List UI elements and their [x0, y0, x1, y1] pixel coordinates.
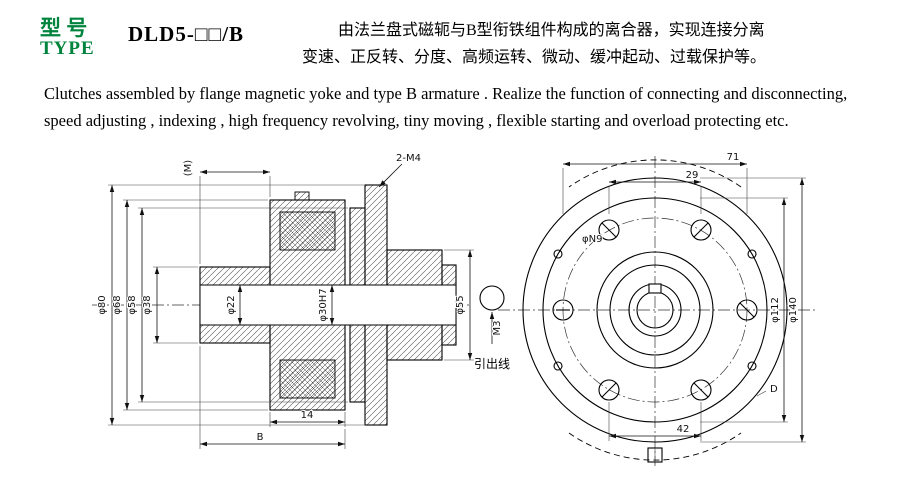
yoke-section: [269, 191, 346, 411]
type-label-en: TYPE: [40, 38, 95, 59]
dim-label: φ22: [226, 295, 237, 314]
lead-wire-label: 引出线: [474, 357, 510, 371]
flange-section: [364, 184, 388, 426]
dim-label: φ68: [112, 295, 123, 314]
description-en-line1: Clutches assembled by flange magnetic yo…: [44, 84, 848, 103]
center-lines: [498, 156, 818, 466]
terminal-block: [647, 447, 663, 464]
screw-head: [598, 219, 620, 241]
dim-label: φ58: [127, 295, 138, 314]
description-cn-line2: 变速、正反转、分度、高频运转、微动、缓冲起动、过载保护等。: [302, 49, 767, 66]
dim-label: φ112: [770, 297, 781, 323]
hole-callout-label: φN9: [582, 234, 602, 245]
dim-label: 14: [301, 410, 314, 421]
front-dimensions: 71 29 φ112 φ140 42: [562, 151, 806, 443]
description-en-line2: speed adjusting , indexing , high freque…: [44, 111, 789, 130]
screw-head: [690, 219, 712, 241]
dim-label: 71: [727, 152, 740, 163]
screw-head: [690, 379, 712, 401]
screw-heads: [552, 219, 758, 401]
boss-circle: [609, 264, 701, 356]
dim-label: (M): [183, 160, 194, 177]
description-en: Clutches assembled by flange magnetic yo…: [44, 80, 889, 134]
dim-label: M3: [492, 321, 503, 336]
outer-dashed-arc-top: [568, 159, 742, 188]
bore: [199, 284, 457, 326]
screw-head: [552, 299, 574, 321]
dim-label: 29: [686, 170, 699, 181]
keyway: [648, 283, 662, 294]
dim-label: B: [257, 432, 264, 443]
lead-wire-detail: M3 引出线: [473, 285, 511, 372]
dim-label: φ55: [455, 295, 466, 314]
dim-label: D: [770, 384, 778, 395]
coil-window-bottom: [279, 359, 336, 399]
callout-label: 2-M4: [396, 153, 421, 164]
dim-label: φ80: [97, 295, 108, 314]
description-cn: 由法兰盘式磁轭与B型衔铁组件构成的离合器，实现连接分离 变速、正反转、分度、高频…: [302, 17, 892, 71]
outer-circle: [522, 177, 788, 443]
technical-drawing: φ80 φ68 φ58 φ38 φ22 φ30H7: [92, 151, 818, 466]
small-holes: [553, 249, 757, 371]
dim-label: φ140: [788, 297, 799, 323]
dim-label: 42: [677, 424, 690, 435]
hub-circle: [596, 251, 714, 369]
type-label-cn: 型 号: [40, 16, 88, 40]
screw-head: [736, 299, 758, 321]
flange-circle: [542, 197, 768, 423]
section-dimensions: φ80 φ68 φ58 φ38 φ22 φ30H7: [96, 152, 474, 449]
coil-window-top: [279, 211, 336, 251]
dim-label: φ30H7: [318, 288, 329, 321]
front-view: φN9 71 29 φ112 φ140: [498, 151, 818, 466]
terminal-lug: [294, 191, 310, 201]
model-number: DLD5-□□/B: [128, 22, 245, 46]
sectional-view: φ80 φ68 φ58 φ38 φ22 φ30H7: [92, 152, 511, 449]
screw-head: [598, 379, 620, 401]
lead-wire-circle: [479, 285, 505, 311]
dim-label: φ38: [142, 295, 153, 314]
description-cn-line1: 由法兰盘式磁轭与B型衔铁组件构成的离合器，实现连接分离: [338, 22, 765, 39]
